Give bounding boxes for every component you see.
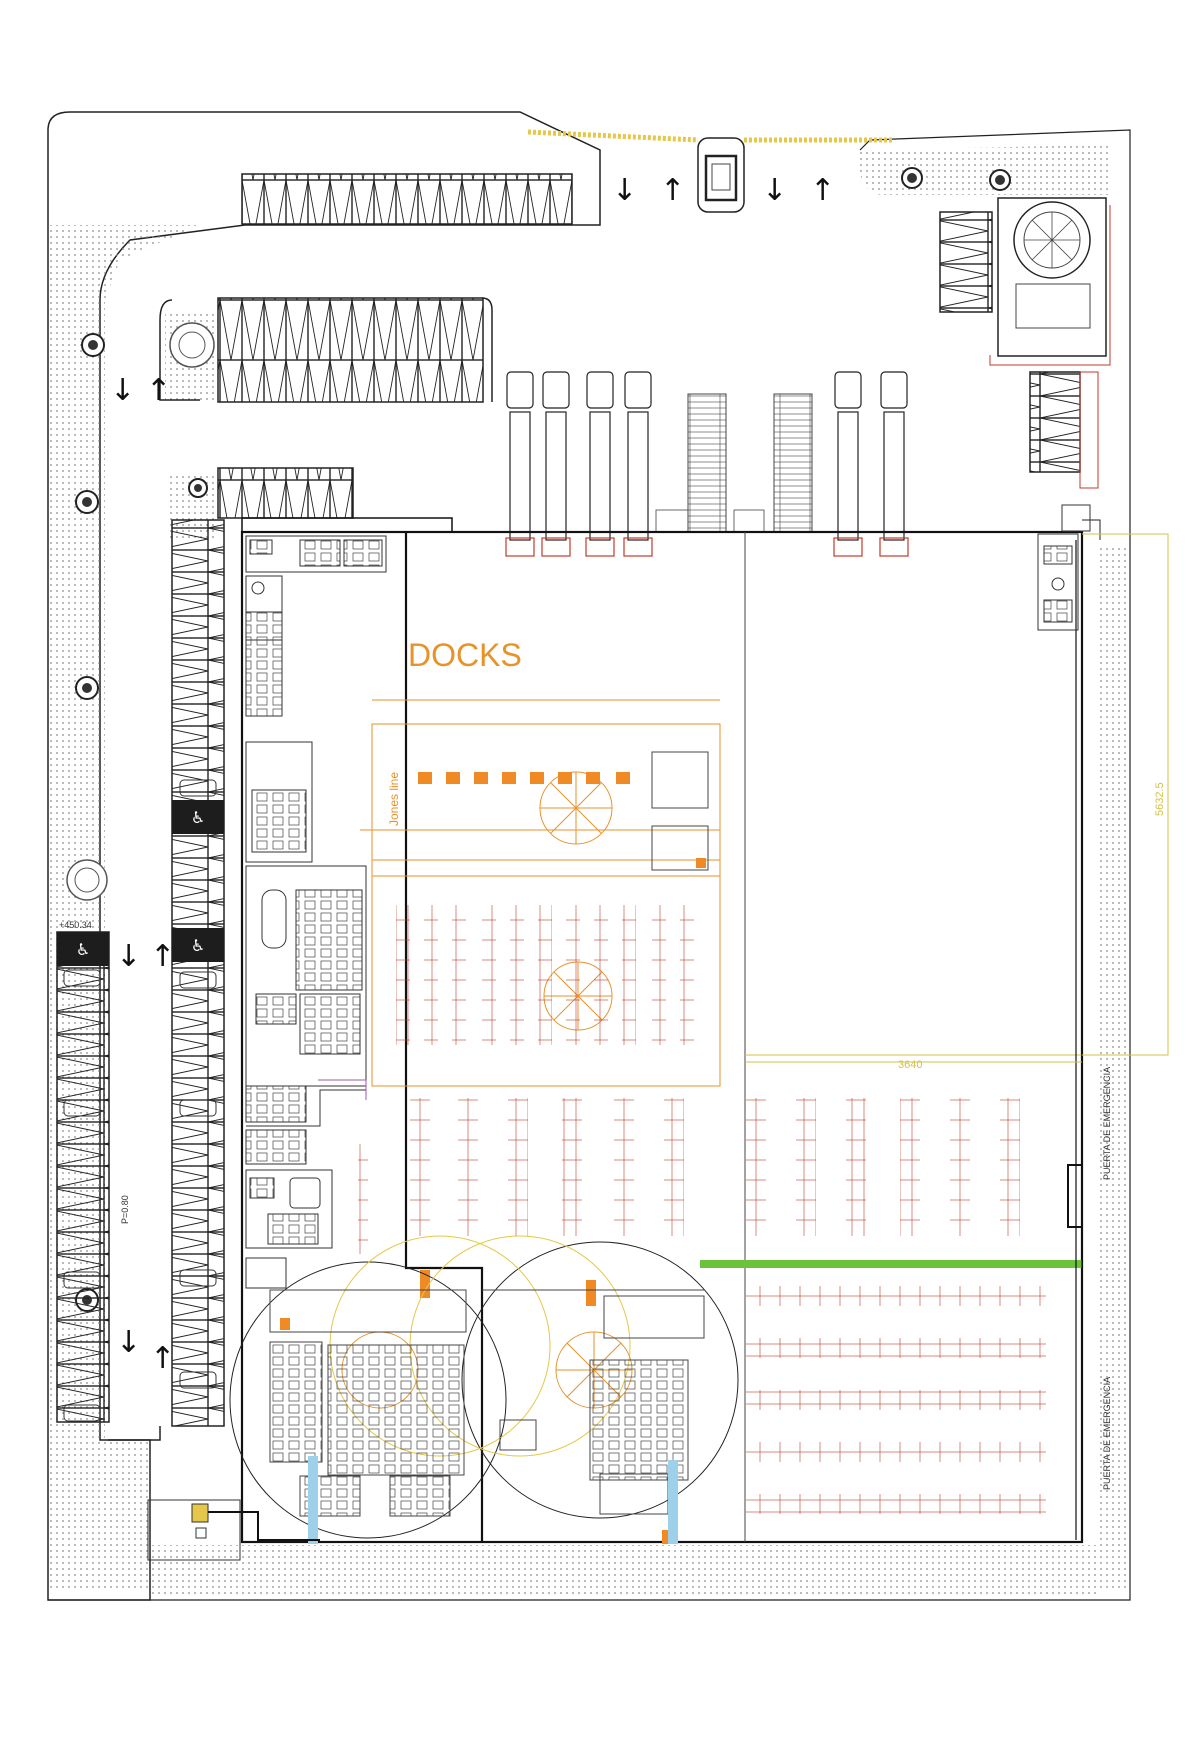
truck-docks bbox=[505, 371, 909, 557]
car-icon bbox=[179, 779, 217, 797]
parking-column-right-south bbox=[1029, 371, 1081, 473]
truck-icon bbox=[541, 371, 571, 557]
tree-icon bbox=[81, 333, 105, 357]
tree-icon bbox=[188, 478, 208, 498]
arrow-up-icon: ↑ bbox=[146, 373, 171, 408]
parking-code-label: +450.34 bbox=[59, 920, 92, 930]
warehouse-racking bbox=[358, 905, 1046, 1514]
arrow-down-icon: ↓ bbox=[116, 939, 141, 974]
guard-house bbox=[527, 129, 892, 213]
car-icon bbox=[63, 969, 101, 987]
accessible-parking: ♿ ♿ ♿ +450.34 bbox=[57, 800, 224, 966]
truck-icon bbox=[585, 371, 615, 557]
traffic-arrows: ↓ ↑ ↓ ↑ ↓ ↑ ↓ ↑ ↓ ↑ bbox=[110, 173, 835, 1376]
accessible-parking-icon: ♿ bbox=[57, 932, 109, 966]
car-icon bbox=[63, 1099, 101, 1117]
parking-column-left bbox=[56, 931, 110, 1423]
parking-row-top bbox=[241, 173, 573, 225]
utility-yard bbox=[147, 1499, 320, 1561]
svg-text:♿: ♿ bbox=[191, 808, 205, 827]
accessible-parking-icon: ♿ bbox=[172, 800, 224, 834]
emergency-door-label-2: PUERTA DE EMERGENCIA bbox=[1102, 1377, 1112, 1490]
svg-text:♿: ♿ bbox=[191, 936, 205, 955]
arrow-up-icon: ↑ bbox=[810, 173, 835, 208]
assembly-cells bbox=[229, 1235, 739, 1544]
parking-column-center bbox=[171, 519, 225, 1427]
truck-icon bbox=[833, 371, 863, 557]
car-icon bbox=[63, 1404, 101, 1422]
tree-icon bbox=[169, 322, 215, 368]
car-icon bbox=[179, 1099, 217, 1117]
arrow-down-icon: ↓ bbox=[612, 173, 637, 208]
truck-icon bbox=[623, 371, 653, 557]
parking-row-middle bbox=[217, 297, 484, 403]
car-icon bbox=[63, 1271, 101, 1289]
car-icon bbox=[179, 1269, 217, 1287]
docks-label: DOCKS bbox=[408, 637, 522, 673]
water-tank-area bbox=[989, 197, 1111, 366]
loading-ramp bbox=[773, 393, 813, 533]
car-icon bbox=[179, 1371, 217, 1389]
svg-text:♿: ♿ bbox=[76, 940, 90, 959]
tree-icon bbox=[75, 490, 99, 514]
arrow-down-icon: ↓ bbox=[762, 173, 787, 208]
emergency-door-label: PUERTA DE EMERGENCIA bbox=[1102, 1067, 1112, 1180]
accessible-parking-icon: ♿ bbox=[172, 928, 224, 962]
level-label: P=0.80 bbox=[120, 1195, 130, 1224]
arrow-down-icon: ↓ bbox=[116, 1325, 141, 1360]
truck-icon bbox=[879, 371, 909, 557]
parking-row-lower bbox=[217, 467, 354, 519]
staff-rooms bbox=[1037, 504, 1091, 631]
loading-ramp bbox=[687, 393, 727, 533]
dimension-lines bbox=[745, 533, 1169, 1063]
arrow-up-icon: ↑ bbox=[660, 173, 685, 208]
tree-icon bbox=[75, 676, 99, 700]
parked-cars bbox=[63, 779, 217, 1422]
dimension-width-label: 3640 bbox=[898, 1059, 922, 1071]
arrow-up-icon: ↑ bbox=[150, 939, 175, 974]
jones-line-label: Jones line bbox=[387, 772, 401, 826]
dimension-height-label: 5632.5 bbox=[1154, 782, 1166, 816]
arrow-up-icon: ↑ bbox=[150, 1341, 175, 1376]
tree-icon bbox=[989, 169, 1011, 191]
tree-icon bbox=[66, 859, 108, 901]
trees bbox=[66, 167, 1011, 1312]
truck-icon bbox=[505, 371, 535, 557]
tree-icon bbox=[901, 167, 923, 189]
parking-column-right-north bbox=[939, 211, 993, 313]
emergency-exit bbox=[1067, 1164, 1083, 1228]
arrow-down-icon: ↓ bbox=[110, 373, 135, 408]
car-icon bbox=[179, 971, 217, 989]
office-block bbox=[245, 535, 387, 1289]
